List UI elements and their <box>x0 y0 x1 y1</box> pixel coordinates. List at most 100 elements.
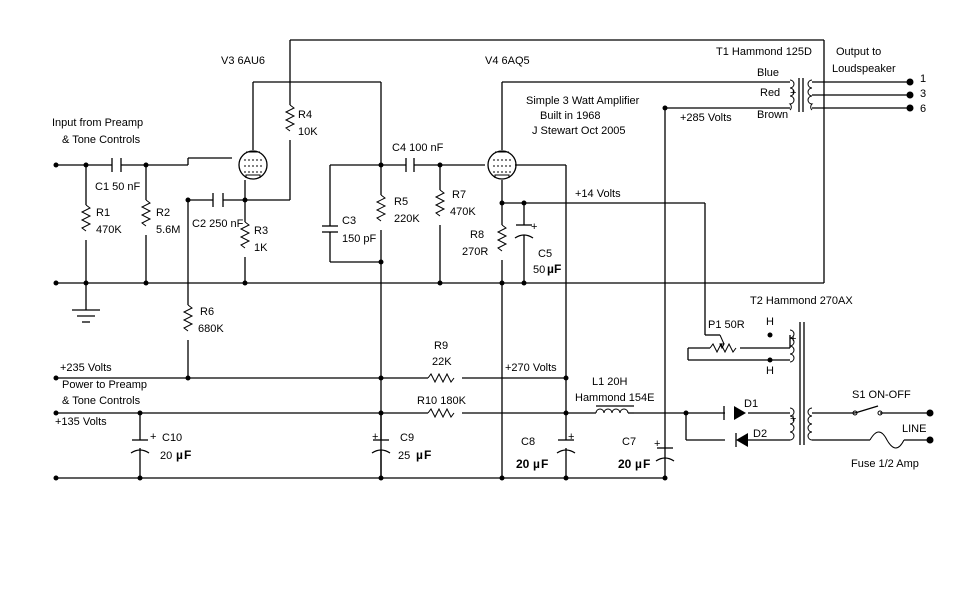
label-c10a: C10 <box>162 432 182 444</box>
label-r1b: 470K <box>96 224 122 236</box>
switch-s1 <box>852 405 883 416</box>
label-r1a: R1 <box>96 207 110 219</box>
label-c8-plus: + <box>568 431 574 443</box>
diodes <box>723 406 748 447</box>
label-r2a: R2 <box>156 207 170 219</box>
label-t2-plus: + <box>790 333 796 345</box>
label-r7b: 470K <box>450 206 476 218</box>
label-power1: Power to Preamp <box>62 379 147 391</box>
label-r8a: R8 <box>470 229 484 241</box>
label-r5a: R5 <box>394 196 408 208</box>
label-t2: T2 Hammond 270AX <box>750 295 853 307</box>
label-r2b: 5.6M <box>156 224 180 236</box>
label-c4: C4 100 nF <box>392 142 444 154</box>
label-r3b: 1K <box>254 242 268 254</box>
label-c3b: 150 pF <box>342 233 377 245</box>
label-output1: Output to <box>836 46 881 58</box>
label-c7b: 20 <box>618 457 632 471</box>
label-t1-plus: + <box>790 87 796 99</box>
transformer-t2 <box>789 322 813 445</box>
label-tap6: 6 <box>920 103 926 115</box>
label-output2: Loudspeaker <box>832 63 896 75</box>
label-plus135: +135 Volts <box>55 416 107 428</box>
label-c9a: C9 <box>400 432 414 444</box>
label-r3a: R3 <box>254 225 268 237</box>
label-c8-f: F <box>541 457 548 471</box>
label-d1: D1 <box>744 398 758 410</box>
label-h1: H <box>766 316 774 328</box>
label-blue: Blue <box>757 67 779 79</box>
label-c9-f: F <box>424 448 431 462</box>
label-r6b: 680K <box>198 323 224 335</box>
label-h2: H <box>766 365 774 377</box>
label-c5a: C5 <box>538 248 552 260</box>
label-c3a: C3 <box>342 215 356 227</box>
label-r9b: 22K <box>432 356 452 368</box>
label-t1: T1 Hammond 125D <box>716 46 812 58</box>
junctions <box>83 105 773 481</box>
label-power2: & Tone Controls <box>62 395 141 407</box>
label-c7-f: F <box>643 457 650 471</box>
title-line2: Built in 1968 <box>540 110 601 122</box>
label-s1: S1 ON-OFF <box>852 389 911 401</box>
label-v3: V3 6AU6 <box>221 55 265 67</box>
fuse <box>869 431 905 449</box>
label-c1: C1 50 nF <box>95 181 141 193</box>
label-c9-plus: + <box>372 431 378 443</box>
label-plus270: +270 Volts <box>505 362 557 374</box>
label-input2: & Tone Controls <box>62 134 141 146</box>
label-fuse: Fuse 1/2 Amp <box>851 458 919 470</box>
label-r7a: R7 <box>452 189 466 201</box>
label-tap3: 3 <box>920 88 926 100</box>
label-c9-mu: µ <box>416 448 423 462</box>
label-c8b: 20 <box>516 457 530 471</box>
terminals <box>53 78 934 481</box>
title-line1: Simple 3 Watt Amplifier <box>526 95 640 107</box>
label-c7-plus: + <box>654 438 660 450</box>
label-plus235: +235 Volts <box>60 362 112 374</box>
label-c5-mu: µ <box>547 262 554 276</box>
label-input1: Input from Preamp <box>52 117 143 129</box>
label-c7a: C7 <box>622 436 636 448</box>
label-tap1: 1 <box>920 73 926 85</box>
label-c10-f: F <box>184 448 191 462</box>
label-r10: R10 180K <box>417 395 467 407</box>
label-c7-mu: µ <box>635 457 642 471</box>
label-plus14: +14 Volts <box>575 188 621 200</box>
label-v4: V4 6AQ5 <box>485 55 530 67</box>
label-p1: P1 50R <box>708 319 745 331</box>
label-line: LINE <box>902 423 926 435</box>
label-brown: Brown <box>757 109 788 121</box>
label-c10b: 20 <box>160 450 172 462</box>
capacitors <box>111 158 675 478</box>
label-red: Red <box>760 87 780 99</box>
label-c5-plus: + <box>531 221 537 233</box>
tube-v4 <box>487 150 517 180</box>
label-r6a: R6 <box>200 306 214 318</box>
labels: V3 6AU6 V4 6AQ5 T1 Hammond 125D Output t… <box>52 46 926 471</box>
resistors <box>81 104 737 418</box>
label-l1a: L1 20H <box>592 376 628 388</box>
label-d2: D2 <box>753 428 767 440</box>
label-plus285: +285 Volts <box>680 112 732 124</box>
label-c5-f: F <box>554 262 561 276</box>
inductor-l1 <box>595 405 634 414</box>
label-r5b: 220K <box>394 213 420 225</box>
label-c10-mu: µ <box>176 448 183 462</box>
label-r8b: 270R <box>462 246 488 258</box>
label-r4a: R4 <box>298 109 312 121</box>
label-t2-plus2: + <box>790 413 796 425</box>
tube-v3 <box>238 150 268 180</box>
label-c10-plus: + <box>150 431 156 443</box>
label-c8a: C8 <box>521 436 535 448</box>
label-c8-mu: µ <box>533 457 540 471</box>
title-line3: J Stewart Oct 2005 <box>532 125 626 137</box>
label-l1b: Hammond 154E <box>575 392 655 404</box>
label-c5b: 50 <box>533 264 545 276</box>
transformer-t1 <box>788 78 814 112</box>
label-r9a: R9 <box>434 340 448 352</box>
label-r4b: 10K <box>298 126 318 138</box>
label-c9b: 25 <box>398 450 410 462</box>
label-c2: C2 250 nF <box>192 218 244 230</box>
